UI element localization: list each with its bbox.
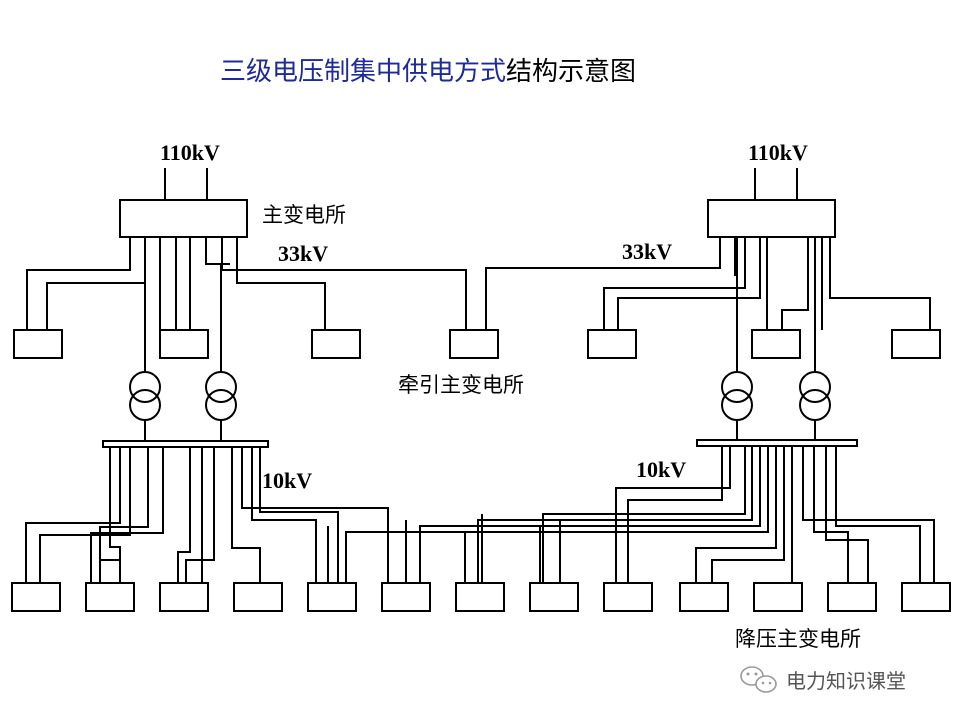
- feeders-10kv-left: [25, 447, 389, 583]
- transformer-coil-icon: [129, 371, 161, 403]
- substation-box: [311, 329, 361, 359]
- stepdown-substation-box: [827, 582, 877, 612]
- substation-box: [891, 329, 941, 359]
- stepdown-substation-box: [603, 582, 653, 612]
- label-33kv-left: 33kV: [278, 241, 328, 266]
- busbar-10kv-right: [696, 439, 858, 447]
- stepdown-substation-box: [529, 582, 579, 612]
- stepdown-substation-box: [11, 582, 61, 612]
- substation-box: [751, 329, 801, 359]
- stepdown-substation-box: [233, 582, 283, 612]
- watermark-text: 电力知识课堂: [786, 669, 906, 693]
- transformer-coil-icon: [205, 371, 237, 403]
- transformer-coil-icon: [799, 389, 831, 421]
- label-110kv-right: 110kV: [748, 140, 808, 165]
- substation-box: [159, 329, 209, 359]
- stepdown-substation-box: [85, 582, 135, 612]
- stepdown-substation-box: [753, 582, 803, 612]
- watermark: 电力知识课堂: [740, 666, 906, 693]
- substation-box: [587, 329, 637, 359]
- label-33kv-right: 33kV: [622, 239, 672, 264]
- stepdown-substation-box: [307, 582, 357, 612]
- busbar-10kv-left: [102, 440, 269, 448]
- stepdown-substation-box: [901, 582, 951, 612]
- substations-33kv: [13, 329, 941, 359]
- main-transformer-box-left: [119, 199, 248, 238]
- label-main-substation: 主变电所: [262, 203, 346, 227]
- main-transformer-box-right: [707, 199, 836, 238]
- substation-box: [13, 329, 63, 359]
- diagram-title: 三级电压制集中供电方式结构示意图: [220, 57, 636, 87]
- label-stepdown-substation: 降压主变电所: [735, 627, 861, 651]
- substations-10kv: [11, 582, 951, 612]
- stepdown-substation-box: [159, 582, 209, 612]
- stepdown-substation-box: [381, 582, 431, 612]
- feeders-10kv-right: [327, 446, 935, 583]
- stepdown-substation-box: [455, 582, 505, 612]
- transformers-left: [102, 264, 269, 448]
- wechat-icon: [740, 666, 777, 693]
- label-10kv-right: 10kV: [636, 457, 686, 482]
- transformer-coil-icon: [205, 389, 237, 421]
- transformer-coil-icon: [721, 371, 753, 403]
- transformer-coil-icon: [721, 389, 753, 421]
- main-substation-left: [119, 168, 248, 238]
- feeders-33kv-right: [485, 237, 931, 330]
- transformer-coil-icon: [129, 389, 161, 421]
- transformer-coil-icon: [799, 371, 831, 403]
- stepdown-substation-box: [679, 582, 729, 612]
- title-part1: 三级电压制集中供电方式: [220, 57, 506, 87]
- main-substation-right: [707, 168, 836, 238]
- title-part2: 结构示意图: [506, 57, 636, 87]
- feeders-33kv-left: [26, 237, 467, 330]
- traction-substation-box: [449, 329, 499, 359]
- label-traction-substation: 牵引主变电所: [398, 373, 524, 397]
- label-110kv-left: 110kV: [160, 140, 220, 165]
- label-10kv-left: 10kV: [262, 468, 312, 493]
